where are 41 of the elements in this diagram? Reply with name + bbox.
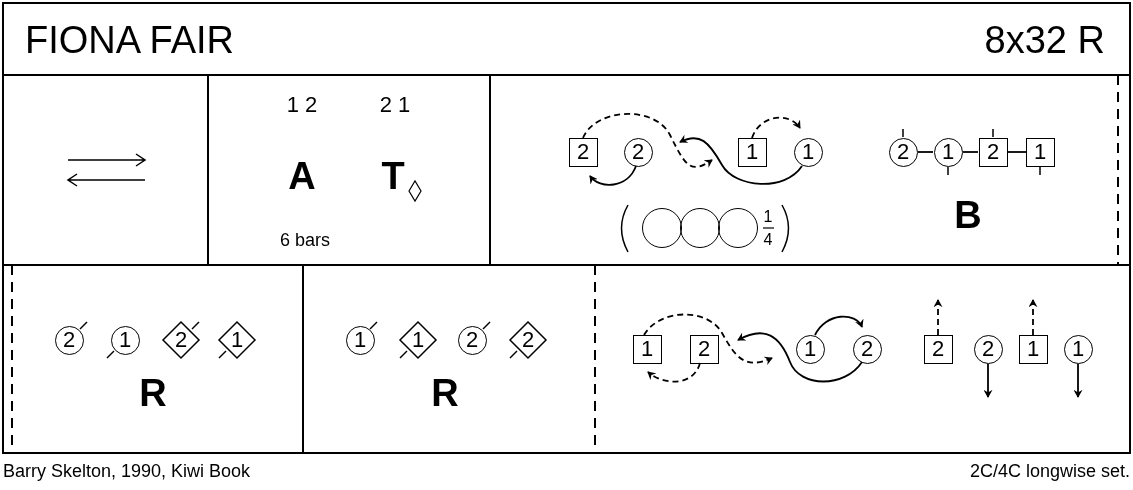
square-symbol: 1 bbox=[1018, 334, 1048, 364]
movement-arrow bbox=[933, 299, 943, 336]
movement-arrow bbox=[1028, 299, 1038, 336]
square-symbol: 2 bbox=[978, 137, 1008, 167]
figure-letter: R bbox=[139, 374, 167, 412]
movement-arrow bbox=[589, 165, 637, 186]
figure-letter: R bbox=[431, 374, 459, 412]
movement-arrow bbox=[582, 113, 713, 168]
bar-count: 6 bars bbox=[280, 231, 330, 249]
dancer-numbers: 1 2 bbox=[286, 94, 318, 116]
movement-arrow bbox=[983, 363, 993, 398]
fraction-numerator: 1 bbox=[763, 209, 773, 225]
formation-note: 2C/4C longwise set. bbox=[969, 462, 1130, 480]
movement-arrow bbox=[751, 116, 801, 139]
square-symbol: 1 bbox=[632, 334, 662, 364]
diamond-symbol: 2 bbox=[509, 321, 547, 359]
figure-letter: T bbox=[381, 157, 405, 195]
square-symbol: 2 bbox=[689, 334, 719, 364]
fraction-denominator: 4 bbox=[763, 232, 773, 248]
dance-title: FIONA FAIR bbox=[25, 21, 235, 59]
diamond-symbol: 2 bbox=[162, 321, 200, 359]
figure-letter: A bbox=[288, 157, 316, 195]
movement-arrow bbox=[643, 313, 773, 365]
movement-arrow bbox=[1073, 363, 1083, 398]
movement-arrow bbox=[737, 332, 863, 383]
square-symbol: 2 bbox=[923, 334, 953, 364]
figure-letter: B bbox=[954, 196, 982, 234]
diamond-symbol: 1 bbox=[218, 321, 256, 359]
connector-line bbox=[1007, 151, 1027, 153]
connector-line bbox=[917, 151, 934, 153]
square-symbol: 1 bbox=[1025, 137, 1055, 167]
movement-arrow bbox=[679, 135, 803, 185]
movement-arrow bbox=[814, 315, 863, 336]
formation-label: 8x32 R bbox=[984, 21, 1105, 59]
connector-line bbox=[962, 151, 979, 153]
movement-arrow bbox=[647, 362, 701, 383]
square-symbol: 2 bbox=[568, 137, 598, 167]
dancer-numbers: 2 1 bbox=[379, 94, 411, 116]
square-symbol: 1 bbox=[737, 137, 767, 167]
source-note: Barry Skelton, 1990, Kiwi Book bbox=[3, 462, 251, 480]
diamond-symbol: 1 bbox=[399, 321, 437, 359]
